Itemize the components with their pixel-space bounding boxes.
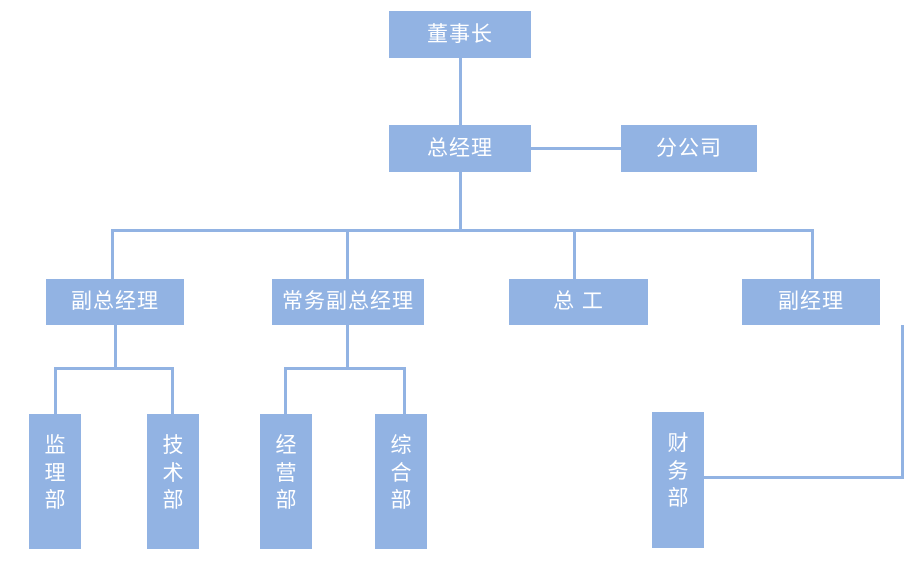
connector-drop-supervision-dept xyxy=(54,367,57,414)
connector-drop-deputy-manager xyxy=(811,229,814,279)
connector-drop-general-affairs-dept xyxy=(403,367,406,414)
connector-deputy-gm-bus xyxy=(54,367,174,370)
connector-deputy-manager-to-finance-vertical xyxy=(901,325,904,479)
node-general-manager[interactable]: 总经理 xyxy=(389,125,531,172)
node-chief-engineer-label: 总 工 xyxy=(553,290,604,314)
connector-chairman-to-gm xyxy=(459,58,462,125)
node-technical-dept[interactable]: 技术部 xyxy=(147,414,199,549)
node-deputy-manager-label: 副经理 xyxy=(778,290,844,314)
connector-drop-business-dept xyxy=(284,367,287,414)
node-deputy-general-manager[interactable]: 副总经理 xyxy=(46,279,184,325)
node-general-affairs-dept[interactable]: 综合部 xyxy=(375,414,427,549)
node-supervision-dept-label: 监理部 xyxy=(44,434,67,513)
node-chairman-label: 董事长 xyxy=(427,22,493,46)
connector-drop-deputy-gm xyxy=(111,229,114,279)
connector-level3-bus xyxy=(111,229,814,232)
connector-drop-technical-dept xyxy=(171,367,174,414)
node-executive-deputy-gm[interactable]: 常务副总经理 xyxy=(272,279,424,325)
connector-executive-deputy-gm-stem-down xyxy=(346,325,349,369)
node-executive-deputy-gm-label: 常务副总经理 xyxy=(282,290,414,314)
node-supervision-dept[interactable]: 监理部 xyxy=(29,414,81,549)
connector-deputy-gm-stem-down xyxy=(114,325,117,369)
connector-drop-executive-deputy-gm xyxy=(346,229,349,279)
node-technical-dept-label: 技术部 xyxy=(162,434,185,513)
node-finance-dept-label: 财务部 xyxy=(667,432,690,511)
node-chief-engineer[interactable]: 总 工 xyxy=(509,279,648,325)
node-branch-company-label: 分公司 xyxy=(656,136,722,160)
node-business-dept-label: 经营部 xyxy=(275,434,298,513)
node-deputy-manager[interactable]: 副经理 xyxy=(742,279,880,325)
connector-drop-chief-engineer xyxy=(573,229,576,279)
node-general-manager-label: 总经理 xyxy=(427,136,493,160)
node-branch-company[interactable]: 分公司 xyxy=(621,125,757,172)
connector-gm-to-branch xyxy=(531,147,621,150)
connector-gm-stem-down xyxy=(459,172,462,232)
connector-executive-deputy-gm-bus xyxy=(284,367,406,370)
connector-deputy-manager-to-finance-horizontal xyxy=(704,476,904,479)
node-deputy-general-manager-label: 副总经理 xyxy=(71,290,159,314)
node-business-dept[interactable]: 经营部 xyxy=(260,414,312,549)
node-chairman[interactable]: 董事长 xyxy=(389,11,531,58)
node-finance-dept[interactable]: 财务部 xyxy=(652,412,704,548)
node-general-affairs-dept-label: 综合部 xyxy=(390,434,413,513)
